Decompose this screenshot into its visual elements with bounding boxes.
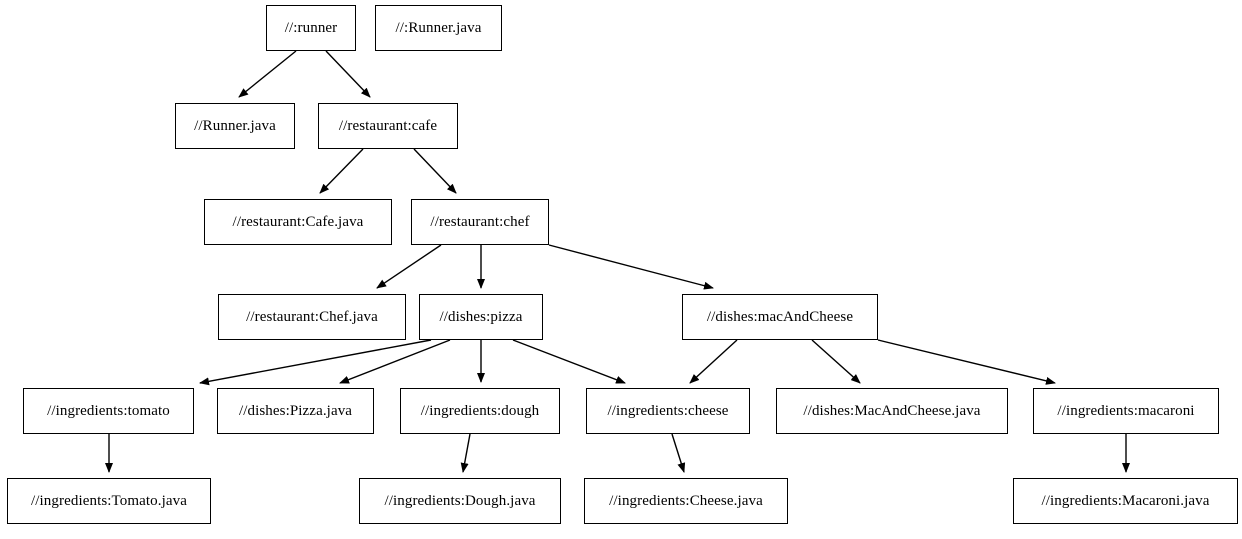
graph-node-restaurant_chef_java[interactable]: //restaurant:Chef.java bbox=[218, 294, 406, 340]
graph-node-ing_cheese[interactable]: //ingredients:cheese bbox=[586, 388, 750, 434]
graph-node-label: //Runner.java bbox=[194, 117, 276, 134]
graph-node-restaurant_cafe_java[interactable]: //restaurant:Cafe.java bbox=[204, 199, 392, 245]
graph-node-runner_java_root[interactable]: //:Runner.java bbox=[375, 5, 502, 51]
graph-node-label: //ingredients:Dough.java bbox=[384, 492, 536, 509]
graph-node-label: //ingredients:tomato bbox=[47, 402, 170, 419]
graph-node-ing_macaroni_java[interactable]: //ingredients:Macaroni.java bbox=[1013, 478, 1238, 524]
graph-node-dishes_macandcheese[interactable]: //dishes:macAndCheese bbox=[682, 294, 878, 340]
graph-node-label: //restaurant:cafe bbox=[338, 117, 438, 134]
graph-node-label: //ingredients:dough bbox=[420, 402, 540, 419]
graph-node-dishes_mac_java[interactable]: //dishes:MacAndCheese.java bbox=[776, 388, 1008, 434]
graph-node-ing_tomato_java[interactable]: //ingredients:Tomato.java bbox=[7, 478, 211, 524]
graph-node-dishes_pizza[interactable]: //dishes:pizza bbox=[419, 294, 543, 340]
graph-node-label: //restaurant:chef bbox=[430, 213, 530, 230]
graph-node-label: //restaurant:Chef.java bbox=[246, 308, 378, 325]
graph-node-restaurant_cafe[interactable]: //restaurant:cafe bbox=[318, 103, 458, 149]
graph-node-ing_macaroni[interactable]: //ingredients:macaroni bbox=[1033, 388, 1219, 434]
graph-node-label: //ingredients:cheese bbox=[607, 402, 729, 419]
graph-node-label: //ingredients:Cheese.java bbox=[609, 492, 763, 509]
graph-node-label: //:runner bbox=[284, 19, 338, 36]
graph-node-label: //ingredients:Tomato.java bbox=[31, 492, 187, 509]
graph-node-label: //ingredients:Macaroni.java bbox=[1041, 492, 1210, 509]
graph-node-label: //dishes:Pizza.java bbox=[238, 402, 353, 419]
graph-node-label: //dishes:MacAndCheese.java bbox=[803, 402, 981, 419]
graph-node-label: //dishes:macAndCheese bbox=[706, 308, 854, 325]
graph-node-ing_cheese_java[interactable]: //ingredients:Cheese.java bbox=[584, 478, 788, 524]
graph-node-runner_java[interactable]: //Runner.java bbox=[175, 103, 295, 149]
graph-node-dishes_pizza_java[interactable]: //dishes:Pizza.java bbox=[217, 388, 374, 434]
graph-node-label: //:Runner.java bbox=[395, 19, 482, 36]
graph-node-ing_dough_java[interactable]: //ingredients:Dough.java bbox=[359, 478, 561, 524]
graph-node-restaurant_chef[interactable]: //restaurant:chef bbox=[411, 199, 549, 245]
graph-node-label: //dishes:pizza bbox=[439, 308, 523, 325]
graph-node-ing_dough[interactable]: //ingredients:dough bbox=[400, 388, 560, 434]
graph-node-runner[interactable]: //:runner bbox=[266, 5, 356, 51]
graph-node-label: //restaurant:Cafe.java bbox=[232, 213, 364, 230]
graph-node-label: //ingredients:macaroni bbox=[1057, 402, 1195, 419]
graph-node-ing_tomato[interactable]: //ingredients:tomato bbox=[23, 388, 194, 434]
